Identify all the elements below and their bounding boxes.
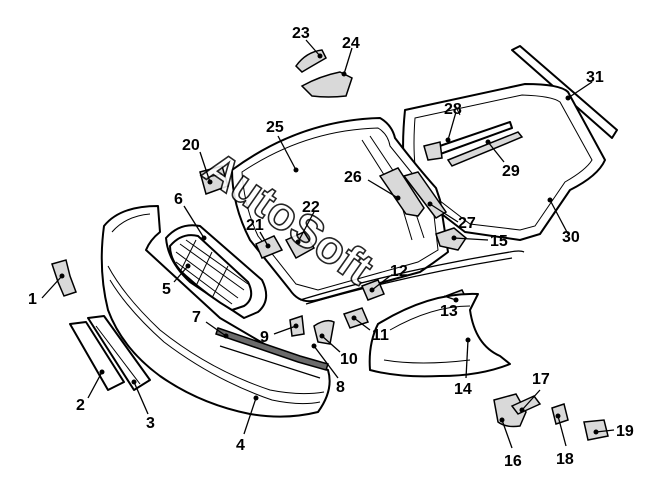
- callout-2: 2: [76, 397, 85, 414]
- callout-4: 4: [236, 437, 245, 454]
- callout-18: 18: [556, 451, 574, 468]
- part-23-striker: [295, 49, 327, 73]
- callout-28: 28: [444, 101, 462, 118]
- callout-30: 30: [562, 229, 580, 246]
- callout-8: 8: [336, 379, 345, 396]
- part-2-plate-panel: [69, 321, 125, 391]
- leader-19: [595, 429, 615, 433]
- part-27-hood-hinge-right: [402, 171, 448, 219]
- leader-12: [371, 275, 391, 291]
- leader-24: [343, 47, 353, 75]
- leader-21: [259, 231, 269, 247]
- callout-20: 20: [182, 137, 200, 154]
- part-15-bracket: [435, 227, 467, 251]
- callout-23: 23: [292, 25, 310, 42]
- leader-22: [297, 211, 315, 243]
- part-14-front-fender: [368, 292, 511, 378]
- callout-24: 24: [342, 35, 360, 52]
- leader-lines: [41, 39, 615, 449]
- part-26-hood-hinge-left: [378, 167, 425, 217]
- callout-12: 12: [390, 263, 408, 280]
- part-4-front-bumper: [100, 205, 331, 418]
- leader-23: [305, 39, 321, 57]
- leader-28: [447, 111, 457, 141]
- leader-29: [487, 141, 505, 163]
- leader-10: [321, 335, 341, 353]
- leader-14: [465, 339, 469, 379]
- callout-17: 17: [532, 371, 550, 388]
- callout-16: 16: [504, 453, 522, 470]
- part-3-plate-bracket: [87, 315, 151, 391]
- part-18-clip: [551, 403, 569, 425]
- leader-16: [501, 419, 513, 449]
- part-5-grille-insert: [169, 234, 253, 311]
- callout-27: 27: [458, 215, 476, 232]
- callout-21: 21: [246, 217, 264, 234]
- leader-27: [429, 203, 459, 223]
- callout-11: 11: [372, 327, 389, 344]
- callout-29: 29: [502, 163, 520, 180]
- callout-6: 6: [174, 191, 183, 208]
- leader-5: [173, 265, 189, 283]
- part-7-bumper-moulding: [215, 327, 329, 371]
- leader-17: [521, 389, 541, 411]
- callout-10: 10: [340, 351, 358, 368]
- leader-7: [205, 321, 227, 337]
- part-10-mounting-bracket: [313, 319, 335, 345]
- leader-25: [277, 135, 297, 171]
- leader-6: [183, 205, 205, 239]
- leader-20: [199, 151, 211, 183]
- callout-31: 31: [586, 69, 604, 86]
- callout-19: 19: [616, 423, 634, 440]
- callout-25: 25: [266, 119, 284, 136]
- part-22-safety-catch: [284, 231, 316, 260]
- part-24-latch-bracket: [300, 71, 353, 98]
- leader-9: [273, 325, 297, 335]
- callout-22: 22: [302, 199, 320, 216]
- leader-15: [453, 237, 489, 241]
- hood-release-cable: [299, 250, 525, 305]
- leader-3: [133, 381, 149, 415]
- leader-11: [353, 317, 371, 331]
- callout-labels: 1 2 3 4 5 6 7 8 9 10 11 12 13 14 15 16 1…: [28, 25, 634, 470]
- leader-30: [549, 199, 569, 235]
- part-28-wiper-arm: [423, 121, 513, 161]
- callout-7: 7: [192, 309, 201, 326]
- part-8-trim-strip: [219, 345, 321, 379]
- leader-4: [243, 397, 257, 435]
- part-1-clip: [51, 259, 77, 297]
- callout-13: 13: [440, 303, 458, 320]
- callout-26: 26: [344, 169, 362, 186]
- callout-1: 1: [28, 291, 37, 308]
- callout-14: 14: [454, 381, 472, 398]
- callout-3: 3: [146, 415, 155, 432]
- callout-15: 15: [490, 233, 508, 250]
- leader-1: [41, 275, 63, 299]
- part-29-wiper-blade: [446, 131, 524, 167]
- callout-9: 9: [260, 329, 269, 346]
- leader-dots: [59, 53, 599, 435]
- callout-5: 5: [162, 281, 171, 298]
- leader-31: [567, 81, 593, 99]
- leader-8: [313, 345, 339, 379]
- leader-18: [557, 415, 567, 447]
- leader-26: [367, 179, 399, 199]
- leader-2: [87, 371, 103, 399]
